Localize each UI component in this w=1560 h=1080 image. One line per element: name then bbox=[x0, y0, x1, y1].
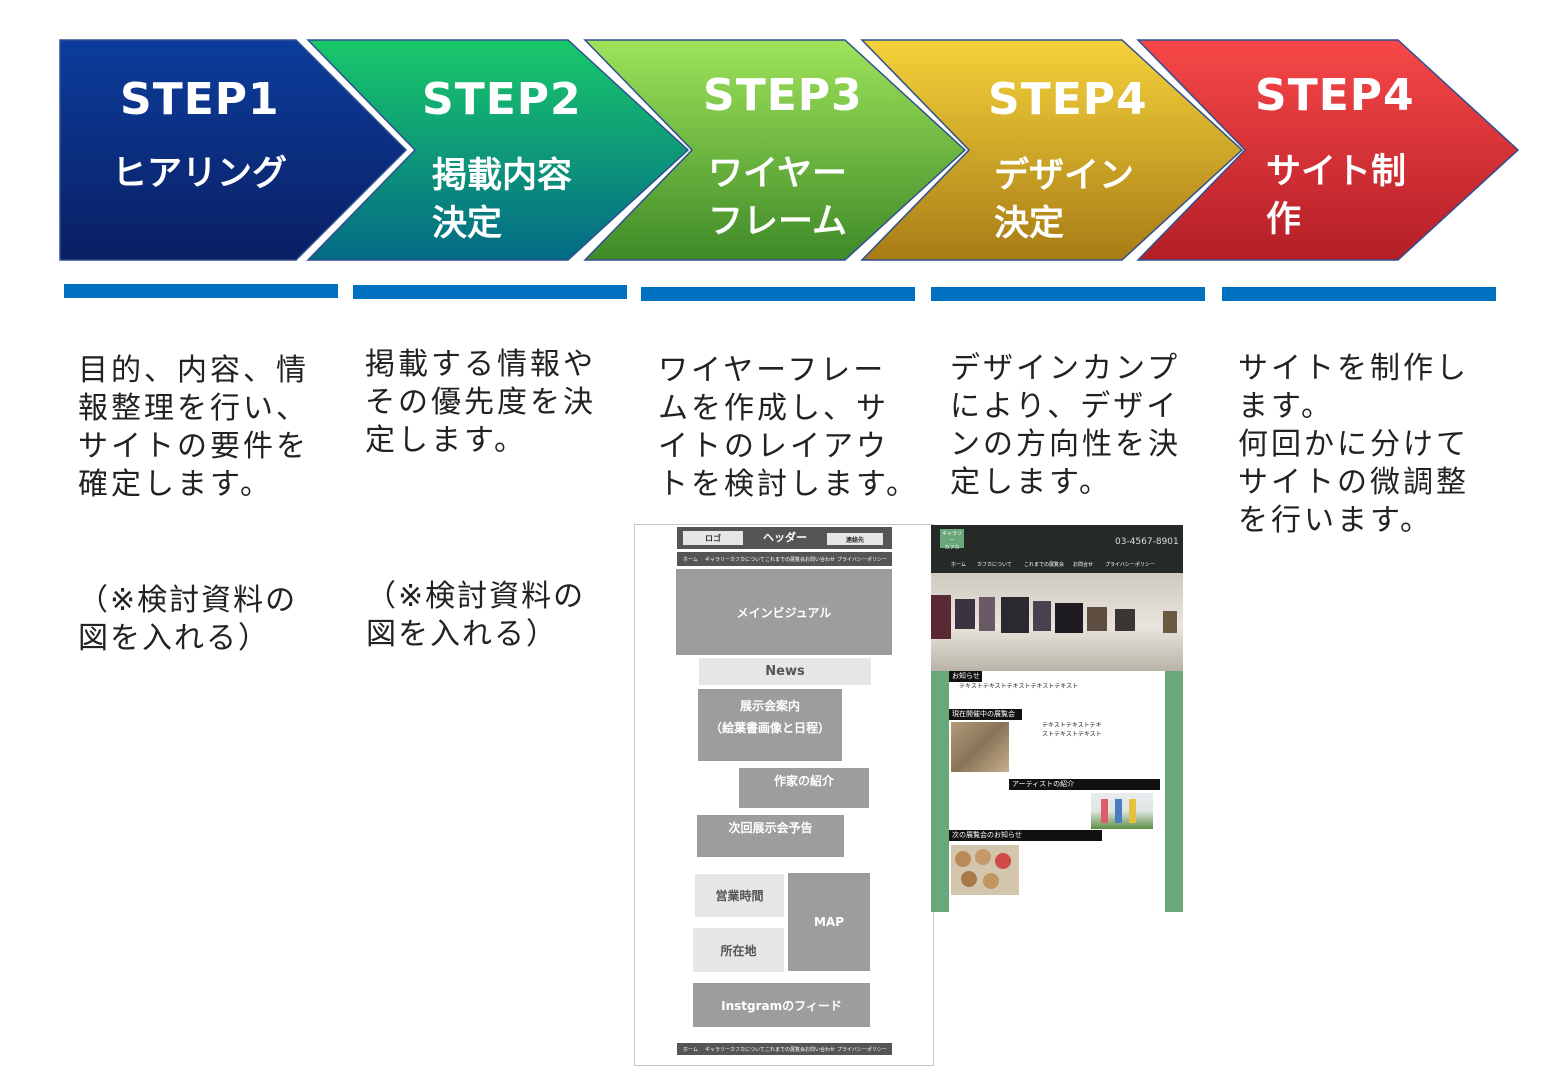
step2-description: 掲載する情報や その優先度を決 定します。 bbox=[365, 347, 596, 458]
wf-hours: 営業時間 bbox=[695, 874, 784, 917]
step3-underline bbox=[641, 287, 915, 301]
dc-next-label: 次の展覧会のお知らせ bbox=[949, 830, 1102, 841]
step5-subtitle: サイト制 作 bbox=[1266, 152, 1407, 240]
wf-news: News bbox=[699, 658, 871, 685]
dc-news-text: テキストテキストテキストテキストテキスト bbox=[959, 683, 1079, 690]
wf-next-exhibition: 次回展示会予告 bbox=[697, 815, 844, 857]
step5-underline bbox=[1222, 287, 1496, 301]
step2-note: （※検討資料の 図を入れる） bbox=[366, 579, 586, 652]
dc-artist-label: アーティストの紹介 bbox=[1009, 779, 1160, 790]
step2-arrow bbox=[306, 39, 690, 261]
wf-main-visual: メインビジュアル bbox=[676, 569, 892, 655]
step4-arrow bbox=[860, 39, 1244, 261]
step2-title: STEP2 bbox=[422, 74, 582, 125]
step1-note: （※検討資料の 図を入れる） bbox=[78, 583, 298, 656]
dc-artist-photo bbox=[1091, 793, 1153, 829]
step4-subtitle: デザイン 決定 bbox=[994, 156, 1135, 244]
dc-phone: 03-4567-8901 bbox=[1115, 537, 1179, 547]
dc-current-label: 現在開催中の展覧会 bbox=[949, 709, 1022, 720]
dc-current-photo bbox=[951, 722, 1009, 772]
dc-header bbox=[931, 525, 1183, 573]
design-comp-mockup: ギャラリー カフカ 03-4567-8901 ホーム カフカについて これまでの… bbox=[931, 525, 1183, 912]
wf-nav-top: ホーム ギャラリーカフカについて これまでの展覧会 お問い合わせ プライバシーポ… bbox=[677, 552, 892, 566]
wf-nav-bottom: ホーム ギャラリーカフカについて これまでの展覧会 お問い合わせ プライバシーポ… bbox=[677, 1043, 892, 1055]
dc-next-photo bbox=[951, 845, 1019, 895]
step5-description: サイトを制作し ます。 何回かに分けて サイトの微調整 を行います。 bbox=[1238, 351, 1469, 538]
step4-description: デザインカンプ により、デザイ ンの方向性を決 定します。 bbox=[950, 351, 1181, 500]
step3-title: STEP3 bbox=[703, 70, 863, 121]
wireframe-mockup: ロゴ ヘッダー 連絡先 ホーム ギャラリーカフカについて これまでの展覧会 お問… bbox=[634, 524, 934, 1066]
step4-title: STEP4 bbox=[988, 74, 1148, 125]
dc-logo: ギャラリー カフカ bbox=[940, 529, 964, 551]
step5-title: STEP4 bbox=[1255, 70, 1415, 121]
wf-instagram: Instgramのフィード bbox=[693, 983, 870, 1027]
dc-current-text: テキストテキストテキ ストテキストテキスト bbox=[1042, 722, 1102, 738]
step3-subtitle: ワイヤー フレーム bbox=[708, 154, 847, 242]
wf-exhibition: 展示会案内 （絵葉書画像と日程） bbox=[698, 689, 842, 761]
step1-subtitle: ヒアリング bbox=[112, 154, 288, 194]
step3-description: ワイヤーフレー ムを作成し、サ イトのレイアウ トを検討します。 bbox=[658, 353, 919, 502]
step3-arrow bbox=[583, 39, 967, 261]
wf-header: ヘッダー bbox=[763, 531, 807, 544]
step1-description: 目的、内容、情 報整理を行い、 サイトの要件を 確定します。 bbox=[78, 353, 309, 502]
dc-main-photo bbox=[931, 573, 1183, 671]
step2-subtitle: 掲載内容 決定 bbox=[432, 156, 573, 244]
wf-artist: 作家の紹介 bbox=[739, 768, 869, 808]
step5-arrow bbox=[1136, 39, 1520, 261]
wf-location: 所在地 bbox=[693, 928, 784, 972]
step4-underline bbox=[931, 287, 1205, 301]
wf-contact: 連絡先 bbox=[827, 533, 883, 545]
step1-underline bbox=[64, 284, 338, 298]
wf-logo: ロゴ bbox=[683, 531, 743, 545]
step2-underline bbox=[353, 285, 627, 299]
dc-news-label: お知らせ bbox=[949, 671, 982, 682]
wf-map: MAP bbox=[788, 873, 870, 971]
step-arrows bbox=[59, 39, 1520, 261]
step1-title: STEP1 bbox=[120, 74, 280, 125]
step1-arrow bbox=[59, 39, 408, 261]
